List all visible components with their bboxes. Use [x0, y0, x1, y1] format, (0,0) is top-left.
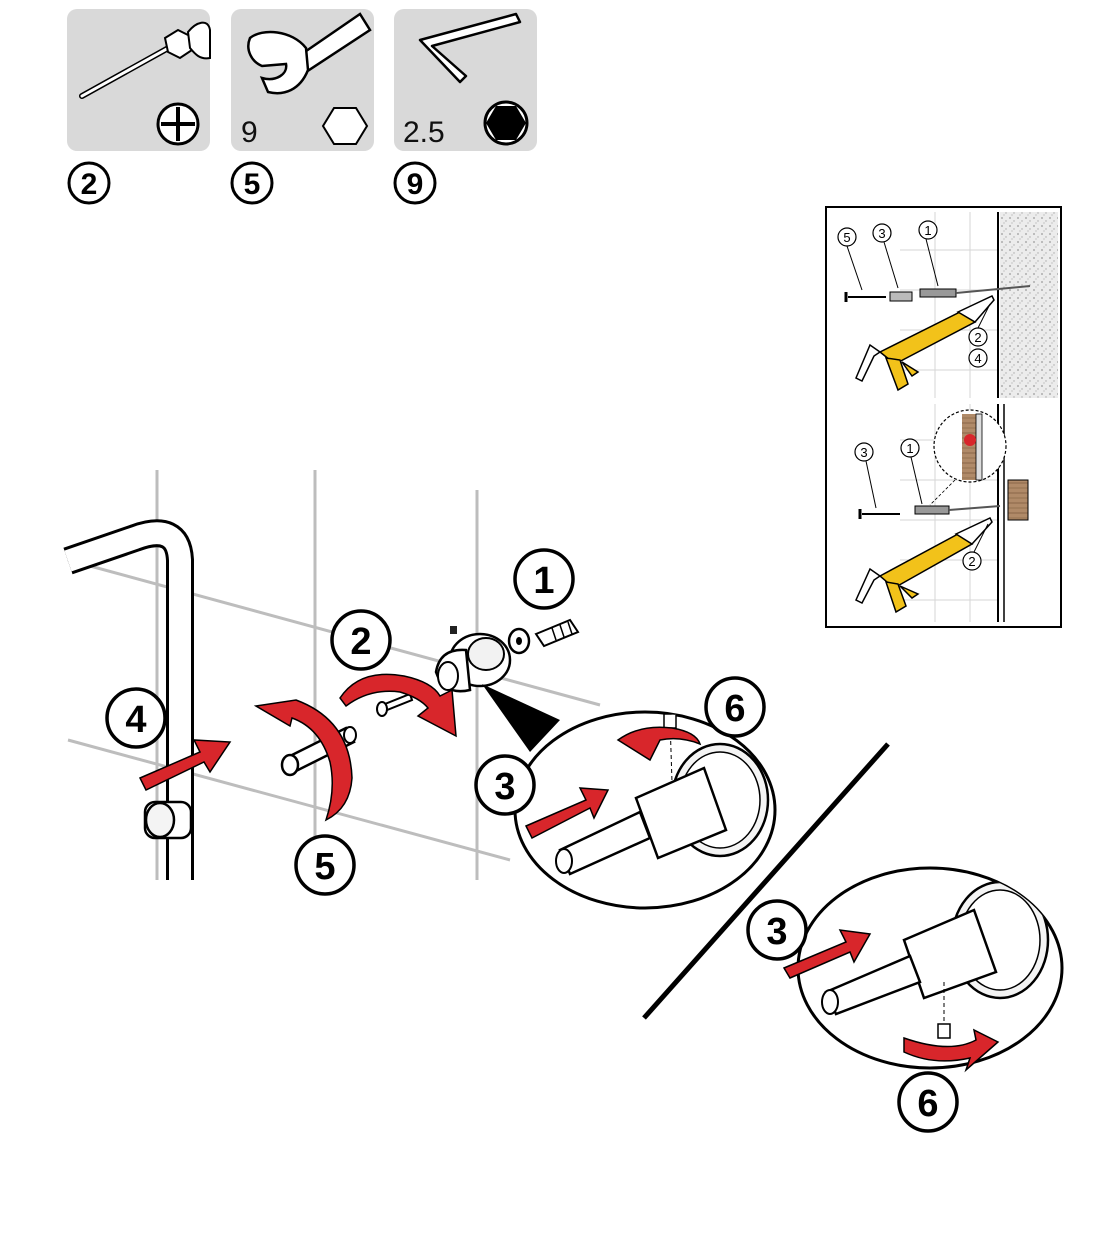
hex-key-icon	[418, 12, 522, 84]
step-callout: 6	[704, 676, 766, 738]
svg-text:4: 4	[974, 351, 981, 366]
hexkey-size-label: 2.5	[403, 116, 445, 149]
inset-callout: 4	[968, 348, 988, 368]
open-end-wrench-icon	[247, 12, 372, 95]
step-callout: 3	[474, 754, 536, 816]
mounting-screw	[376, 692, 414, 717]
svg-text:3: 3	[860, 445, 867, 460]
step-callout: 5	[294, 834, 356, 896]
inset-wall-plug	[889, 291, 913, 302]
svg-text:2: 2	[81, 168, 98, 201]
inset-callout: 3	[854, 442, 877, 509]
svg-text:6: 6	[724, 688, 745, 730]
svg-text:9: 9	[407, 168, 424, 201]
tool-step-number: 9	[393, 161, 437, 205]
svg-text:5: 5	[314, 846, 335, 888]
inset-caulk-gun	[855, 295, 995, 392]
wall-plug	[534, 618, 580, 648]
inset-screw	[844, 292, 886, 302]
wall-rosette	[434, 626, 512, 693]
svg-text:3: 3	[766, 911, 787, 953]
svg-text:5: 5	[843, 230, 850, 245]
tool-panel-screwdriver	[67, 9, 211, 151]
svg-text:1: 1	[533, 560, 554, 602]
inset-callout: 1	[900, 438, 923, 505]
step-callout: 2	[330, 609, 392, 671]
rotate-arrow-step-5	[253, 699, 353, 822]
svg-text:2: 2	[974, 330, 981, 345]
rail-end-cap	[143, 800, 193, 840]
tool-panel-hexkey: 2.5	[394, 9, 537, 151]
divider-line	[642, 742, 890, 1020]
inset-callout: 2	[968, 303, 991, 347]
insert-arrow-step-4	[138, 739, 232, 791]
tool-step-number: 5	[230, 161, 274, 205]
step-callout: 4	[105, 687, 167, 749]
inset-callout: 5	[837, 227, 863, 291]
phillips-screwdriver-icon	[79, 21, 211, 99]
inset-drilling-panel: 5 3 1 2 4	[825, 206, 1062, 628]
tool-panel-wrench: 9	[231, 9, 374, 151]
inset-drill-bit	[919, 285, 1031, 298]
step-callout: 3	[746, 899, 808, 961]
inset-detail-magnifier	[929, 409, 1007, 506]
hexagon-outline-icon	[321, 107, 369, 145]
svg-text:4: 4	[125, 699, 146, 741]
svg-text:1: 1	[924, 223, 931, 238]
svg-text:2: 2	[350, 621, 371, 663]
inset-drill-bit	[914, 505, 1001, 515]
svg-text:3: 3	[494, 766, 515, 808]
wrench-size-label: 9	[241, 116, 258, 149]
svg-text:5: 5	[244, 168, 261, 201]
svg-text:2: 2	[968, 554, 975, 569]
inset-screw	[858, 509, 900, 519]
inset-caulk-gun	[855, 517, 993, 614]
washer	[507, 627, 531, 655]
towel-rail	[63, 519, 194, 880]
svg-text:1: 1	[906, 441, 913, 456]
svg-text:6: 6	[917, 1083, 938, 1125]
step-callout: 1	[513, 548, 575, 610]
magnifier-pointer	[482, 684, 560, 752]
svg-text:3: 3	[878, 226, 885, 241]
hex-socket-icon	[483, 100, 529, 146]
inset-callout: 3	[872, 223, 899, 289]
detail-magnifier-alt	[782, 866, 1064, 1073]
phillips-head-icon	[156, 102, 200, 146]
detail-magnifier-main	[513, 710, 777, 910]
step-callout: 6	[897, 1071, 959, 1133]
inset-callout: 1	[918, 220, 939, 287]
inset-callout: 2	[962, 523, 989, 571]
tool-step-number: 2	[67, 161, 111, 205]
rotate-arrow-step-2	[339, 673, 457, 738]
